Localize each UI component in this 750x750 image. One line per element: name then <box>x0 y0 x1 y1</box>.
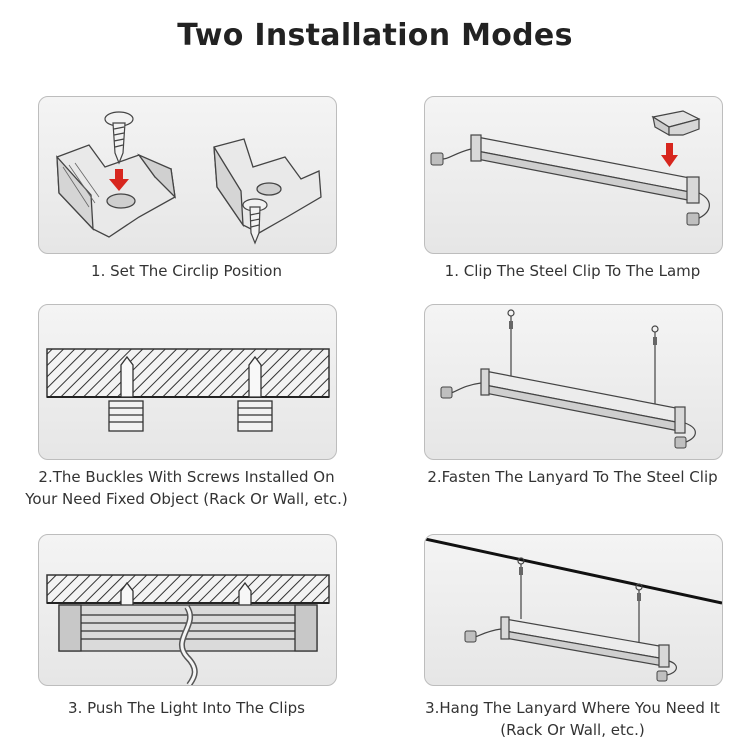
push-light-illustration <box>46 574 330 685</box>
step-2-left-illustration <box>38 304 337 460</box>
step-1-left-caption: 1. Set The Circlip Position <box>91 262 282 280</box>
page-title: Two Installation Modes <box>177 18 573 53</box>
step-1-right-illustration <box>424 96 723 254</box>
step-2-left-caption-line-2: Your Need Fixed Object (Rack Or Wall, et… <box>25 490 348 508</box>
step-3-right-illustration <box>424 534 723 686</box>
arrow-down-icon <box>661 143 678 167</box>
step-1-left-illustration <box>38 96 337 254</box>
step-2-left-caption-line-1: 2.The Buckles With Screws Installed On <box>38 468 335 486</box>
lamp-clip-illustration <box>430 110 710 226</box>
step-3-left-illustration <box>38 534 337 686</box>
step-1-right-caption: 1. Clip The Steel Clip To The Lamp <box>444 262 701 280</box>
step-3-left-caption: 3. Push The Light Into The Clips <box>68 699 305 717</box>
hang-lanyard-illustration <box>425 537 722 682</box>
step-2-right-caption: 2.Fasten The Lanyard To The Steel Clip <box>427 468 718 486</box>
step-3-right-caption-line-1: 3.Hang The Lanyard Where You Need It <box>425 699 720 717</box>
circlip-screw-illustration <box>56 111 322 245</box>
lanyard-clip-illustration <box>440 309 696 449</box>
arrow-down-icon <box>109 169 129 191</box>
step-2-right-illustration <box>424 304 723 460</box>
step-3-right-caption-line-2: (Rack Or Wall, etc.) <box>500 721 645 739</box>
buckles-screws-illustration <box>46 348 330 432</box>
